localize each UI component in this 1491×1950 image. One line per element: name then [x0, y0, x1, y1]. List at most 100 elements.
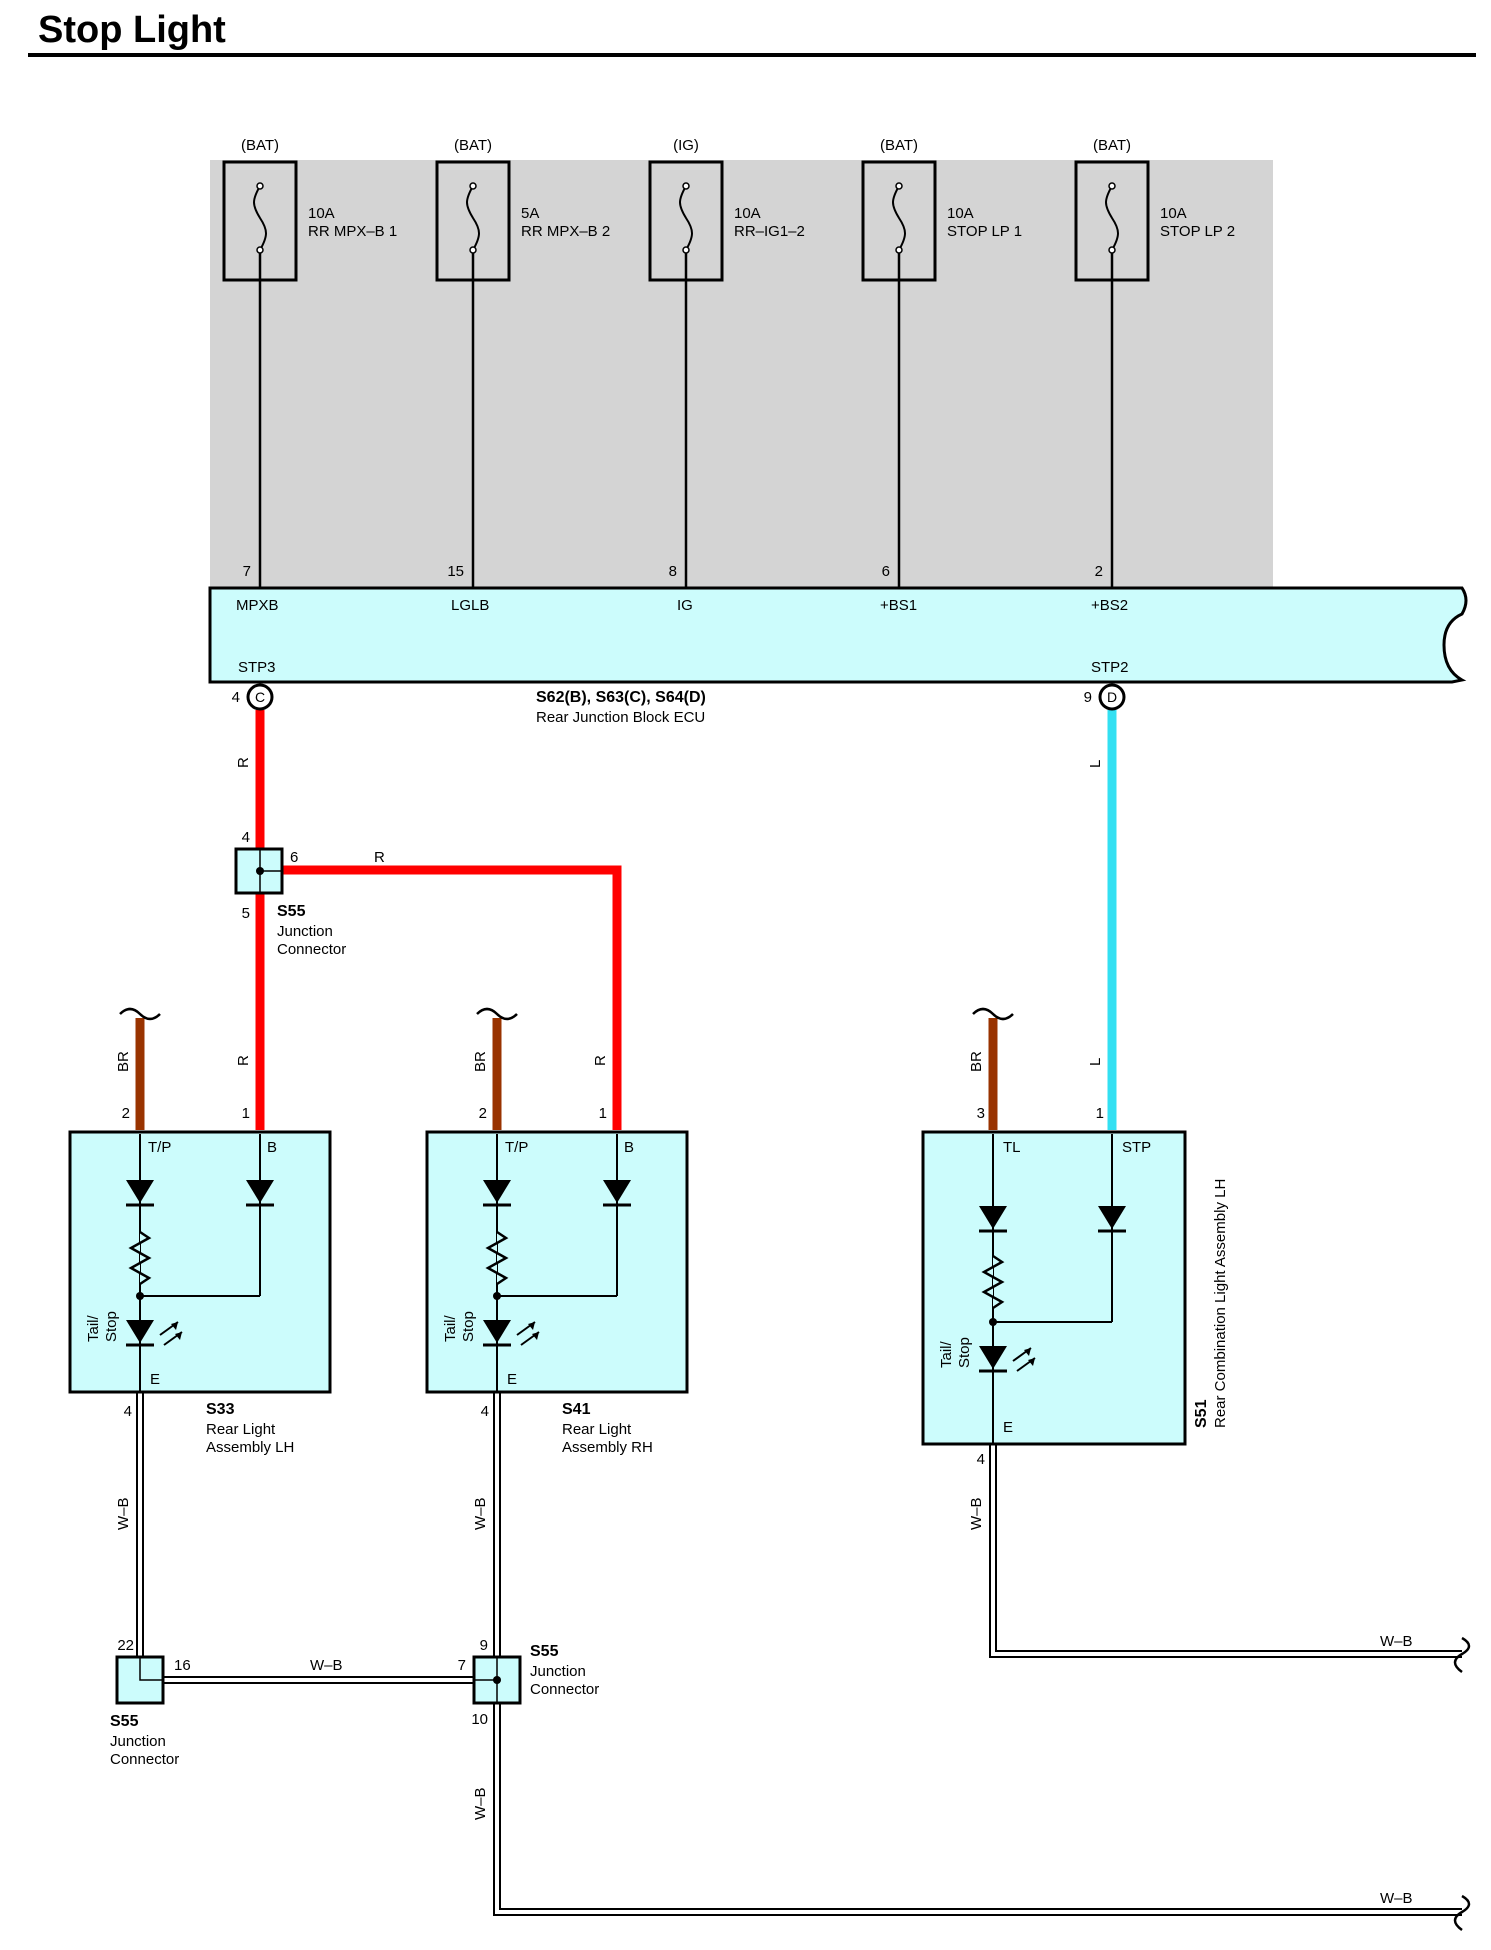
svg-text:7: 7	[458, 1657, 466, 1674]
fuse-rating: 10A	[947, 205, 974, 222]
svg-text:Connector: Connector	[530, 1681, 599, 1698]
svg-text:Tail/: Tail/	[938, 1340, 955, 1368]
svg-text:5: 5	[242, 905, 250, 922]
wire-label-wb: W–B	[1380, 1890, 1413, 1907]
wire-label-wb: W–B	[310, 1657, 343, 1674]
svg-text:4: 4	[977, 1451, 985, 1468]
ecu-terminal-stp2: STP2	[1091, 659, 1129, 676]
fuse-stop-lp-2: (BAT) 10A STOP LP 2 2 +BS2	[1074, 137, 1235, 614]
junction-connector-bottom-left: 22 16 S55 Junction Connector	[110, 1637, 191, 1768]
svg-text:Junction: Junction	[530, 1663, 586, 1680]
wire-label-wb: W–B	[472, 1787, 489, 1820]
ecu-terminal-stp3: STP3	[238, 659, 276, 676]
svg-text:S41: S41	[562, 1401, 591, 1418]
fuse-pin: 7	[243, 563, 251, 580]
svg-text:1: 1	[1096, 1105, 1104, 1122]
svg-text:Stop: Stop	[103, 1311, 120, 1342]
ecu-body	[208, 586, 1468, 684]
wire-label-wb: W–B	[968, 1497, 985, 1530]
svg-text:1: 1	[599, 1105, 607, 1122]
svg-text:E: E	[1003, 1419, 1013, 1436]
fuse-pin: 8	[669, 563, 677, 580]
wire-ground	[136, 1392, 1471, 1932]
svg-text:6: 6	[290, 849, 298, 866]
fuse-source: (IG)	[673, 137, 699, 154]
wire-label-l: L	[1087, 760, 1104, 768]
wire-label-br: BR	[968, 1051, 985, 1072]
fuse-rating: 10A	[1160, 205, 1187, 222]
wire-label-l: L	[1087, 1058, 1104, 1066]
fuse-pin: 6	[882, 563, 890, 580]
svg-text:B: B	[267, 1139, 277, 1156]
ecu-connector-c: C 4	[232, 683, 274, 711]
fuse-name: RR–IG1–2	[734, 223, 805, 240]
fuse-rr-mpx-b-2: (BAT) 5A RR MPX–B 2 15 LGLB	[435, 137, 610, 614]
lamp-rear-combination-light-lh: 3 1 TL STP Tail/ Stop E 4 S51 Rear Combi…	[921, 1105, 1229, 1468]
fuse-source: (BAT)	[880, 137, 918, 154]
svg-text:3: 3	[977, 1105, 985, 1122]
svg-text:1: 1	[242, 1105, 250, 1122]
svg-text:16: 16	[174, 1657, 191, 1674]
wire-label-r: R	[592, 1055, 609, 1066]
svg-text:S55: S55	[530, 1643, 559, 1660]
wire-label-r: R	[374, 849, 385, 866]
svg-text:T/P: T/P	[148, 1139, 171, 1156]
ecu-connector-d: D 9	[1084, 683, 1126, 711]
svg-text:Tail/: Tail/	[85, 1314, 102, 1342]
fuse-rr-mpx-b-1: (BAT) 10A RR MPX–B 1 7 MPXB	[222, 137, 397, 614]
fuse-stop-lp-1: (BAT) 10A STOP LP 1 6 +BS1	[861, 137, 1022, 614]
fuse-pin: 2	[1095, 563, 1103, 580]
fuse-group: (BAT) 10A RR MPX–B 1 7 MPXB (BAT) 5A RR …	[222, 137, 1235, 614]
svg-text:Assembly RH: Assembly RH	[562, 1439, 653, 1456]
ecu-terminal: IG	[677, 597, 693, 614]
svg-text:2: 2	[479, 1105, 487, 1122]
svg-text:S55: S55	[110, 1713, 139, 1730]
svg-text:C: C	[255, 689, 265, 705]
fuse-name: RR MPX–B 2	[521, 223, 610, 240]
ecu-code: S62(B), S63(C), S64(D)	[536, 689, 706, 706]
svg-text:10: 10	[471, 1711, 488, 1728]
fuse-name: RR MPX–B 1	[308, 223, 397, 240]
svg-text:Rear Light: Rear Light	[206, 1421, 276, 1438]
wire-label-r: R	[235, 757, 252, 768]
wire-label-r: R	[235, 1055, 252, 1066]
fuse-rating: 10A	[308, 205, 335, 222]
svg-text:D: D	[1107, 689, 1117, 705]
svg-text:Assembly LH: Assembly LH	[206, 1439, 294, 1456]
svg-text:S33: S33	[206, 1401, 235, 1418]
ecu-terminal: +BS1	[880, 597, 917, 614]
fuse-source: (BAT)	[454, 137, 492, 154]
lamp-rear-light-lh: 2 1 T/P B Tail/ Stop E 4 S33 Rear Light …	[68, 1105, 332, 1456]
svg-text:Junction: Junction	[277, 923, 333, 940]
ecu-pin: 4	[232, 689, 240, 706]
fuse-source: (BAT)	[241, 137, 279, 154]
fuse-rating: 5A	[521, 205, 539, 222]
fuse-source: (BAT)	[1093, 137, 1131, 154]
ecu-pin: 9	[1084, 689, 1092, 706]
fuse-name: STOP LP 1	[947, 223, 1022, 240]
lamp-rear-light-rh: 2 1 T/P B Tail/ Stop E 4 S41 Rear Light …	[425, 1105, 689, 1456]
svg-text:STP: STP	[1122, 1139, 1151, 1156]
svg-text:Stop: Stop	[956, 1337, 973, 1368]
wire-label-br: BR	[115, 1051, 132, 1072]
title-rule	[28, 53, 1476, 57]
svg-text:S55: S55	[277, 903, 306, 920]
svg-text:Connector: Connector	[277, 941, 346, 958]
svg-text:E: E	[150, 1371, 160, 1388]
svg-text:2: 2	[122, 1105, 130, 1122]
fuse-pin: 15	[447, 563, 464, 580]
svg-text:4: 4	[124, 1403, 132, 1420]
fuse-rr-ig1-2: (IG) 10A RR–IG1–2 8 IG	[648, 137, 805, 614]
wire-label-wb: W–B	[1380, 1633, 1413, 1650]
svg-text:4: 4	[242, 829, 250, 846]
ecu-name: Rear Junction Block ECU	[536, 709, 705, 726]
wire-label-br: BR	[472, 1051, 489, 1072]
wire-label-wb: W–B	[472, 1497, 489, 1530]
svg-text:T/P: T/P	[505, 1139, 528, 1156]
svg-text:TL: TL	[1003, 1139, 1021, 1156]
fuse-rating: 10A	[734, 205, 761, 222]
svg-text:B: B	[624, 1139, 634, 1156]
wire-red	[255, 710, 622, 1130]
page-title: Stop Light	[38, 9, 226, 51]
